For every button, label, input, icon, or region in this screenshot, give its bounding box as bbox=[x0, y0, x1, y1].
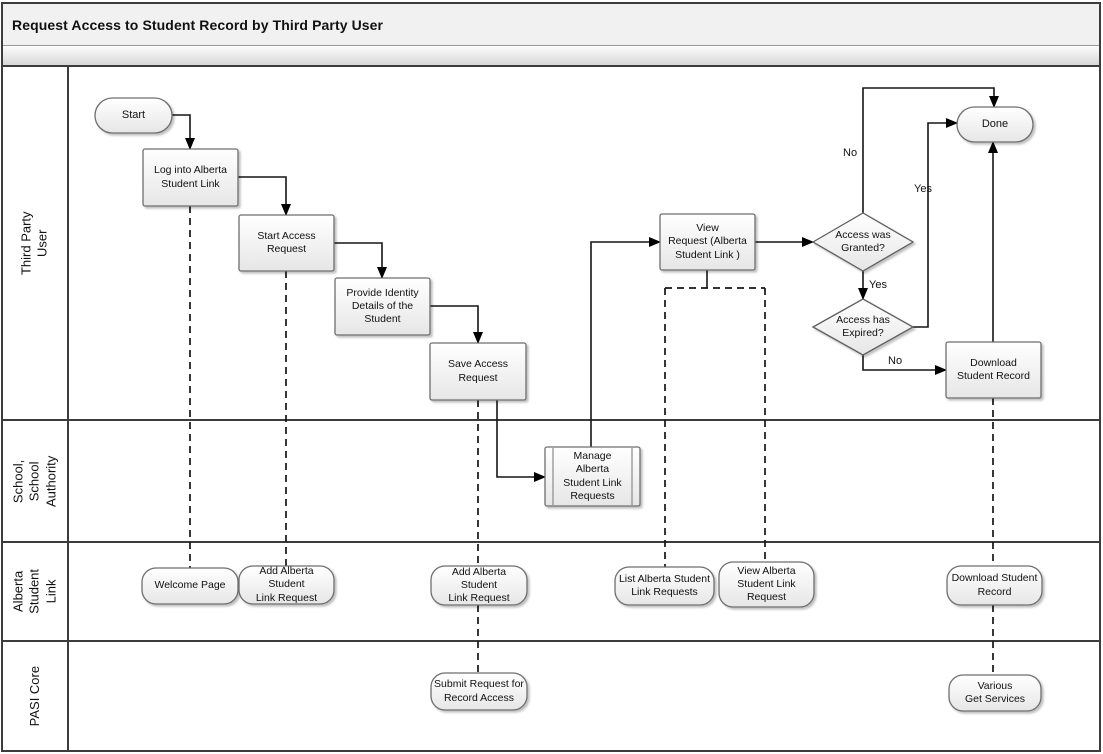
swimlanes: Third Party User School, School Authorit… bbox=[3, 67, 1099, 750]
diagram-title-bar: Request Access to Student Record by Thir… bbox=[3, 4, 1099, 46]
lane-label-cell: School, School Authority bbox=[3, 421, 69, 541]
lane-school-authority: School, School Authority bbox=[3, 421, 1099, 543]
lane-label-cell: Alberta Student Link bbox=[3, 543, 69, 640]
lane-label-cell: Third Party User bbox=[3, 67, 69, 419]
lane-label: PASI Core bbox=[26, 665, 42, 727]
diagram-title: Request Access to Student Record by Thir… bbox=[12, 16, 384, 33]
phase-band bbox=[3, 46, 1099, 67]
lane-pasi-core: PASI Core bbox=[3, 642, 1099, 750]
lane-label-cell: PASI Core bbox=[3, 642, 69, 750]
lane-label: Third Party User bbox=[18, 211, 50, 275]
lane-alberta-student-link: Alberta Student Link bbox=[3, 543, 1099, 642]
lane-label: Alberta Student Link bbox=[10, 569, 59, 614]
lane-body bbox=[69, 642, 1099, 750]
lane-third-party-user: Third Party User bbox=[3, 67, 1099, 421]
lane-body bbox=[69, 421, 1099, 541]
lane-body bbox=[69, 67, 1099, 419]
lane-label: School, School Authority bbox=[10, 455, 59, 507]
lane-body bbox=[69, 543, 1099, 640]
